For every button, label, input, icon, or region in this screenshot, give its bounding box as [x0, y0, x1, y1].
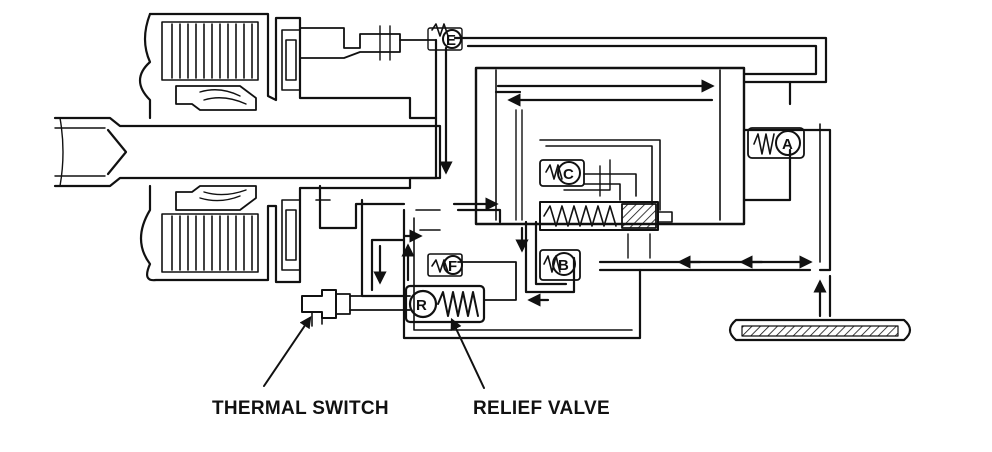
- clutch-plates-lower: [161, 213, 259, 273]
- clutch-plates-upper: [161, 21, 259, 81]
- relief-valve-body: [404, 284, 486, 324]
- valve-letter-f: F: [448, 258, 457, 275]
- check-valve-c: [539, 159, 585, 187]
- thermal-switch-body: [301, 289, 351, 327]
- thermal-switch-leader: [263, 316, 312, 387]
- spool-valve: [539, 201, 673, 259]
- valve-letter-r: R: [416, 297, 427, 314]
- shaft-end: [106, 128, 128, 176]
- valve-letter-b: B: [558, 257, 569, 274]
- clutch-assembly: [53, 12, 442, 284]
- check-valve-e: [427, 23, 463, 51]
- oil-filter: [728, 318, 912, 342]
- relief-valve-leader: [450, 317, 485, 389]
- valve-letter-e: E: [446, 32, 456, 49]
- valve-body: [474, 66, 746, 226]
- valve-letter-c: C: [563, 166, 574, 183]
- oil-piping: [315, 36, 832, 340]
- check-valve-a: [747, 127, 805, 159]
- valve-letter-a: A: [782, 136, 793, 153]
- relief-valve-label: RELIEF VALVE: [473, 398, 610, 419]
- main-shaft: [53, 116, 442, 188]
- check-valve-f: [427, 253, 463, 277]
- housing-outer: [148, 12, 438, 120]
- thermal-switch-label: THERMAL SWITCH: [212, 398, 389, 419]
- check-valve-b: [539, 249, 581, 281]
